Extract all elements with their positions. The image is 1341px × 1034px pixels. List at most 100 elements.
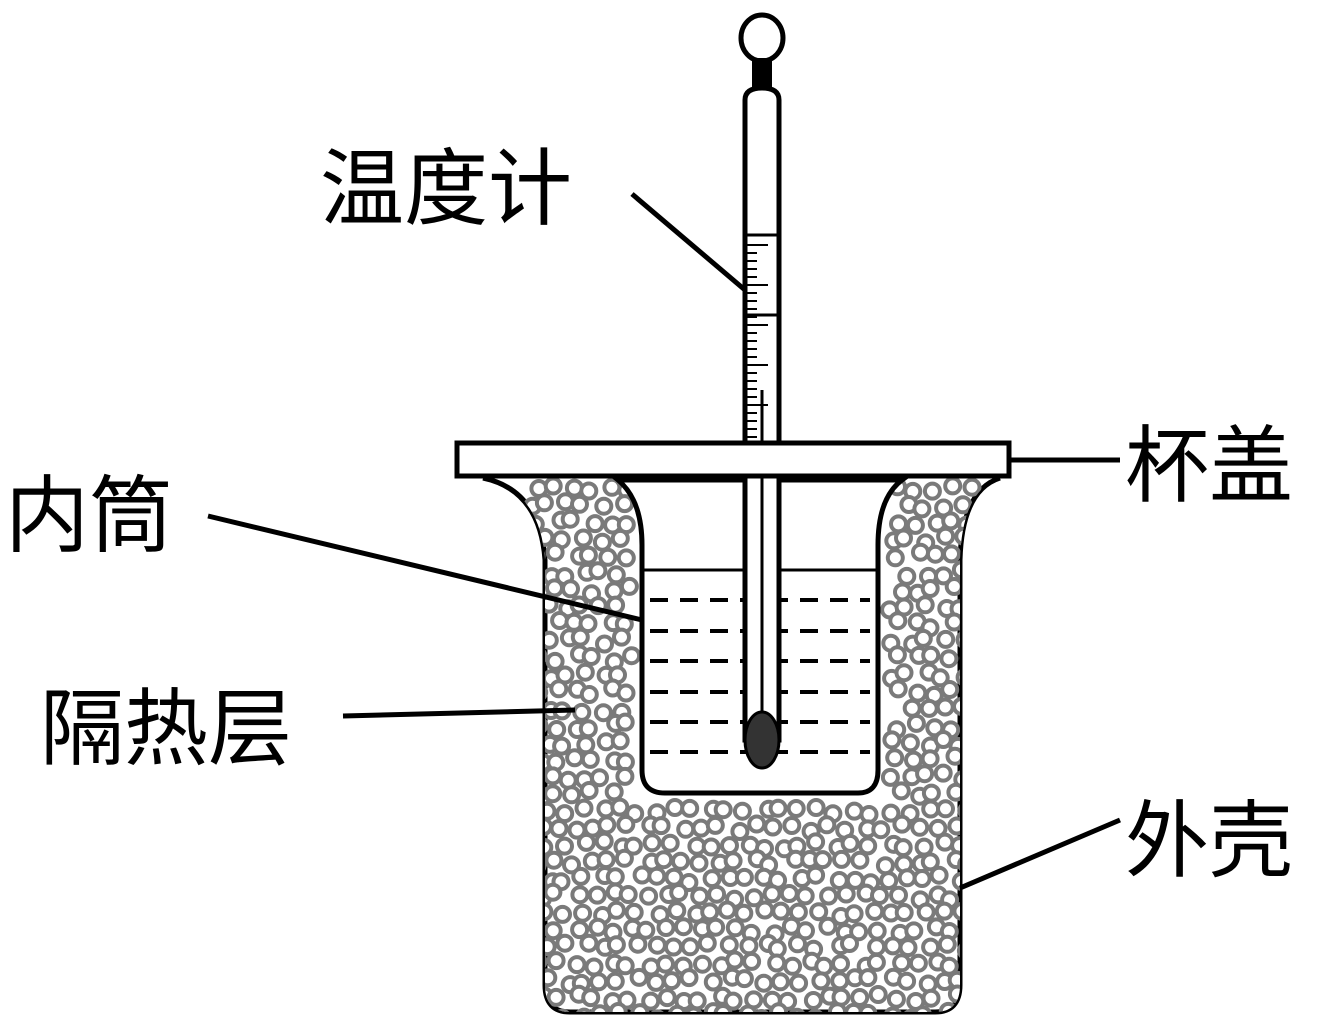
insulation-bead — [598, 547, 618, 567]
insulation-bead — [662, 971, 682, 991]
insulation-bead — [786, 799, 806, 818]
insulation-bead — [925, 544, 945, 564]
insulation-bead — [915, 764, 935, 784]
insulation-bead — [642, 833, 662, 853]
insulation-bead — [632, 865, 652, 885]
insulation-bead — [912, 499, 932, 519]
insulation-bead — [671, 851, 690, 871]
insulation-bead — [549, 679, 569, 699]
insulation-bead — [579, 481, 599, 501]
insulation-bead — [526, 923, 545, 943]
insulation-bead — [955, 630, 975, 650]
insulation-bead — [562, 785, 582, 805]
insulation-bead — [689, 853, 709, 873]
insulation-bead — [610, 528, 630, 548]
insulation-bead — [783, 956, 803, 976]
thermometer — [738, 12, 786, 770]
insulation-bead — [723, 991, 743, 1011]
insulation-bead — [891, 781, 911, 801]
thermometer-ring — [738, 12, 786, 64]
insulation-bead — [836, 884, 856, 904]
insulation-bead — [517, 564, 537, 584]
insulation-bead — [596, 850, 616, 870]
insulation-bead — [844, 1002, 864, 1012]
insulation-bead — [647, 1009, 667, 1012]
insulation-bead — [579, 685, 599, 704]
insulation-bead — [579, 933, 599, 953]
insulation-bead — [595, 634, 614, 654]
insulation-bead — [614, 848, 634, 868]
insulation-bead — [771, 901, 791, 921]
insulation-bead — [622, 646, 642, 666]
insulation-bead — [811, 971, 831, 991]
insulation-bead — [953, 495, 973, 515]
insulation-bead — [912, 869, 932, 888]
insulation-bead — [858, 968, 878, 988]
insulation-bead — [817, 815, 837, 835]
insulation-bead — [898, 938, 918, 958]
insulation-bead — [734, 969, 754, 989]
insulation-bead — [585, 514, 605, 534]
insulation-bead — [639, 886, 659, 906]
insulation-bead — [911, 542, 930, 562]
insulation-bead — [955, 667, 975, 687]
insulation-bead — [553, 904, 572, 924]
insulation-bead — [705, 815, 725, 835]
insulation-bead — [543, 478, 563, 496]
insulation-bead — [667, 1004, 687, 1012]
insulation-bead — [518, 601, 538, 621]
insulation-bead — [547, 720, 567, 739]
insulation-bead — [667, 901, 687, 921]
thermometer-bulb — [743, 710, 781, 770]
insulation-bead — [870, 886, 889, 905]
insulation-bead — [562, 855, 581, 875]
insulation-bead — [608, 1002, 628, 1012]
insulation-bead — [894, 528, 913, 548]
insulation-bead — [885, 748, 905, 768]
insulation-bead — [572, 702, 592, 722]
inner-cup-leader-line — [207, 513, 643, 623]
insulation-bead — [962, 579, 982, 599]
insulation-bead — [656, 918, 676, 937]
insulation-bead — [962, 478, 982, 497]
insulation-bead — [763, 817, 783, 837]
insulation-bead — [615, 766, 635, 786]
insulation-bead — [904, 750, 923, 770]
insulation-bead — [597, 815, 617, 835]
insulation-bead — [555, 836, 574, 856]
insulation-bead — [930, 668, 950, 688]
insulation-bead — [593, 703, 613, 723]
insulation-bead — [868, 985, 888, 1004]
insulation-bead — [875, 856, 895, 876]
insulation-bead — [656, 954, 675, 974]
insulation-bead — [606, 900, 626, 920]
label-outer-shell: 外壳 — [1125, 792, 1293, 890]
insulation-bead — [888, 679, 908, 699]
insulation-bead — [871, 820, 891, 840]
insulation-bead — [937, 934, 957, 954]
insulation-bead — [922, 481, 942, 501]
insulation-bead — [879, 871, 899, 891]
insulation-bead — [665, 798, 685, 817]
insulation-bead — [921, 937, 941, 957]
insulation-bead — [616, 814, 636, 834]
insulation-bead — [961, 885, 981, 905]
insulation-bead — [594, 831, 614, 851]
insulation-bead — [953, 1003, 973, 1012]
insulation-bead — [660, 833, 680, 853]
insulation-bead — [738, 1004, 758, 1012]
insulation-bead — [546, 987, 566, 1007]
insulation-bead — [944, 577, 964, 596]
insulation-bead — [902, 698, 922, 718]
insulation-bead — [615, 494, 635, 514]
insulation-bead — [606, 935, 626, 955]
insulation-bead — [832, 849, 851, 869]
insulation-bead — [690, 886, 710, 906]
insulation-bead — [734, 903, 754, 923]
insulation-bead — [526, 546, 546, 566]
insulation-bead — [929, 865, 949, 885]
insulation-bead — [725, 918, 745, 938]
insulation-bead — [965, 989, 985, 1009]
insulation-bead — [706, 917, 726, 937]
insulation-bead — [538, 1007, 558, 1012]
